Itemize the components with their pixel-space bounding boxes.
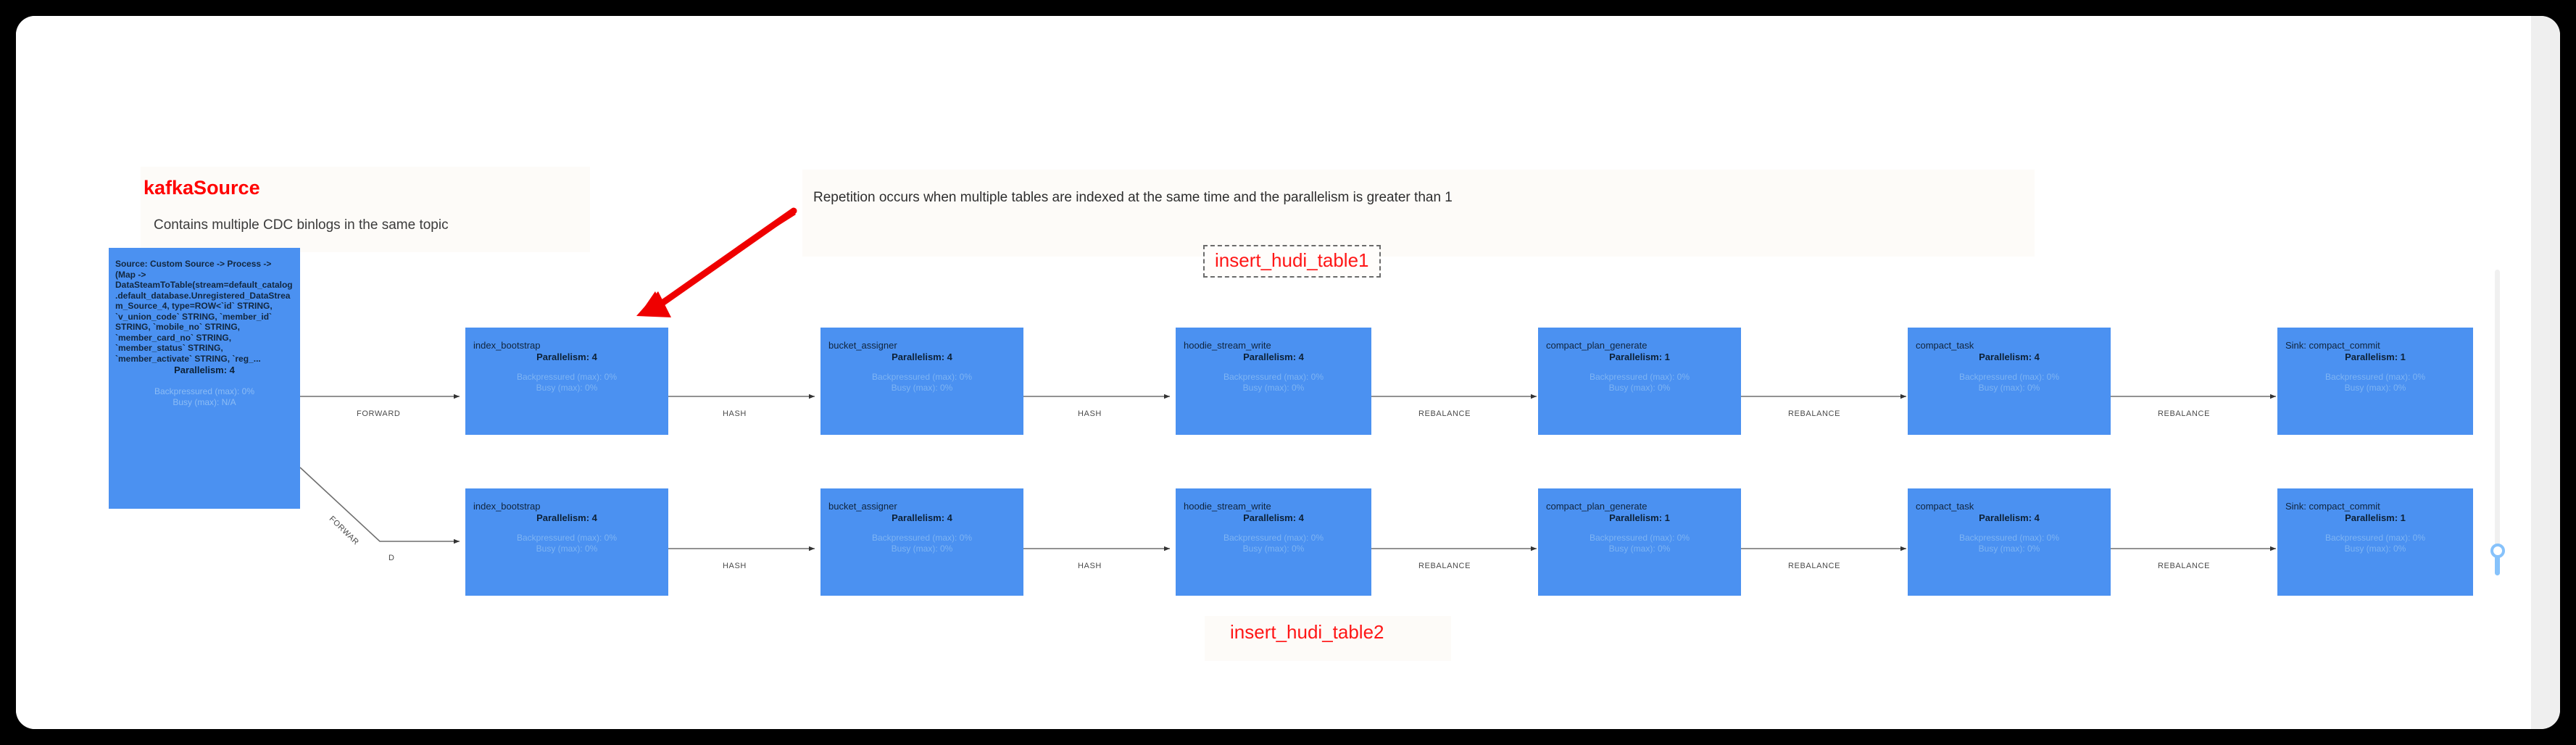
operator-node-source[interactable]: Source: Custom Source -> Process -> (Map…	[109, 248, 300, 509]
node-backpressure: Backpressured (max): 0%	[1223, 533, 1324, 543]
node-busy: Busy (max): 0%	[891, 544, 953, 554]
node-backpressure: Backpressured (max): 0%	[1589, 372, 1690, 382]
operator-node-compact-task-2[interactable]: compact_task Parallelism: 4 Backpressure…	[1908, 488, 2111, 596]
operator-node-compact-plan-generate-1[interactable]: compact_plan_generate Parallelism: 1 Bac…	[1538, 328, 1741, 435]
node-parallelism: Parallelism: 4	[174, 365, 235, 375]
edge-label-row1-5: REBALANCE	[2158, 409, 2211, 418]
node-backpressure: Backpressured (max): 0%	[871, 533, 973, 543]
node-backpressure: Backpressured (max): 0%	[1223, 372, 1324, 382]
node-backpressure: Backpressured (max): 0%	[1958, 372, 2060, 382]
zoom-slider-track[interactable]	[2495, 270, 2500, 554]
node-busy: Busy (max): 0%	[2344, 544, 2406, 554]
node-parallelism: Parallelism: 4	[1979, 512, 2040, 523]
edge-label-row2-3: REBALANCE	[1418, 562, 1471, 570]
node-backpressure: Backpressured (max): 0%	[1589, 533, 1690, 543]
zoom-slider-handle[interactable]	[2490, 544, 2505, 558]
zoom-slider-stem	[2495, 551, 2500, 575]
app-window: kafkaSource Contains multiple CDC binlog…	[16, 16, 2560, 729]
edge-label-row1-2: HASH	[1078, 409, 1102, 418]
node-busy: Busy (max): 0%	[1242, 544, 1305, 554]
node-name: bucket_assigner	[828, 340, 897, 351]
edge-label-row2-4: REBALANCE	[1788, 562, 1841, 570]
node-parallelism: Parallelism: 1	[1609, 512, 1670, 523]
node-backpressure: Backpressured (max): 0%	[1958, 533, 2060, 543]
node-busy: Busy (max): N/A	[173, 397, 236, 407]
zoom-slider[interactable]	[2489, 270, 2506, 575]
edge-label-row1-4: REBALANCE	[1788, 409, 1841, 418]
node-busy: Busy (max): 0%	[1978, 544, 2040, 554]
operator-node-bucket-assigner-2[interactable]: bucket_assigner Parallelism: 4 Backpress…	[820, 488, 1023, 596]
node-parallelism: Parallelism: 1	[2345, 512, 2406, 523]
kafka-source-subtitle: Contains multiple CDC binlogs in the sam…	[154, 217, 449, 233]
vertical-scroll-gutter[interactable]	[2531, 16, 2560, 729]
edge-label-row1-1: HASH	[723, 409, 747, 418]
edge-label-row2-1: HASH	[723, 562, 747, 570]
background-band-table2	[1205, 616, 1451, 661]
node-name: compact_task	[1916, 340, 1974, 351]
node-name: Source: Custom Source -> Process -> (Map…	[115, 259, 293, 364]
node-parallelism: Parallelism: 4	[536, 512, 597, 523]
node-busy: Busy (max): 0%	[1978, 383, 2040, 393]
node-parallelism: Parallelism: 4	[892, 351, 952, 362]
node-name: Sink: compact_commit	[2285, 501, 2380, 512]
node-busy: Busy (max): 0%	[1608, 383, 1671, 393]
insert-hudi-table1-label: insert_hudi_table1	[1203, 245, 1381, 278]
background-band-left	[141, 167, 590, 252]
node-parallelism: Parallelism: 1	[1609, 351, 1670, 362]
insert-hudi-table2-label: insert_hudi_table2	[1230, 621, 1384, 643]
edge-label-row2-5: REBALANCE	[2158, 562, 2211, 570]
node-backpressure: Backpressured (max): 0%	[871, 372, 973, 382]
edge-label-source-bottom-wrap: D	[389, 554, 395, 562]
operator-node-hoodie-stream-write-1[interactable]: hoodie_stream_write Parallelism: 4 Backp…	[1176, 328, 1371, 435]
edge-label-row2-2: HASH	[1078, 562, 1102, 570]
edge-label-row1-3: REBALANCE	[1418, 409, 1471, 418]
node-parallelism: Parallelism: 4	[1243, 351, 1304, 362]
node-name: bucket_assigner	[828, 501, 897, 512]
node-busy: Busy (max): 0%	[1242, 383, 1305, 393]
node-busy: Busy (max): 0%	[891, 383, 953, 393]
kafka-source-title: kafkaSource	[144, 177, 260, 199]
node-name: index_bootstrap	[473, 501, 541, 512]
node-backpressure: Backpressured (max): 0%	[154, 386, 255, 396]
background-band-note	[802, 170, 2035, 257]
node-parallelism: Parallelism: 4	[1243, 512, 1304, 523]
red-annotation-arrow	[636, 207, 797, 317]
node-backpressure: Backpressured (max): 0%	[2324, 372, 2426, 382]
node-backpressure: Backpressured (max): 0%	[516, 533, 618, 543]
operator-node-bucket-assigner-1[interactable]: bucket_assigner Parallelism: 4 Backpress…	[820, 328, 1023, 435]
node-busy: Busy (max): 0%	[536, 544, 598, 554]
node-name: compact_plan_generate	[1546, 501, 1648, 512]
node-busy: Busy (max): 0%	[536, 383, 598, 393]
operator-node-index-bootstrap-1[interactable]: index_bootstrap Parallelism: 4 Backpress…	[465, 328, 668, 435]
operator-node-sink-compact-commit-1[interactable]: Sink: compact_commit Parallelism: 1 Back…	[2277, 328, 2473, 435]
node-name: index_bootstrap	[473, 340, 541, 351]
repetition-note: Repetition occurs when multiple tables a…	[813, 190, 1453, 205]
node-parallelism: Parallelism: 4	[1979, 351, 2040, 362]
node-parallelism: Parallelism: 4	[536, 351, 597, 362]
edge-label-source-top: FORWARD	[357, 409, 401, 418]
node-parallelism: Parallelism: 4	[892, 512, 952, 523]
node-busy: Busy (max): 0%	[2344, 383, 2406, 393]
edge-label-source-bottom: FORWAR	[327, 515, 361, 547]
operator-node-compact-plan-generate-2[interactable]: compact_plan_generate Parallelism: 1 Bac…	[1538, 488, 1741, 596]
operator-node-hoodie-stream-write-2[interactable]: hoodie_stream_write Parallelism: 4 Backp…	[1176, 488, 1371, 596]
node-backpressure: Backpressured (max): 0%	[516, 372, 618, 382]
node-name: Sink: compact_commit	[2285, 340, 2380, 351]
operator-node-sink-compact-commit-2[interactable]: Sink: compact_commit Parallelism: 1 Back…	[2277, 488, 2473, 596]
node-name: hoodie_stream_write	[1184, 340, 1271, 351]
job-graph-canvas[interactable]: kafkaSource Contains multiple CDC binlog…	[16, 16, 2531, 729]
node-name: compact_task	[1916, 501, 1974, 512]
node-name: hoodie_stream_write	[1184, 501, 1271, 512]
operator-node-compact-task-1[interactable]: compact_task Parallelism: 4 Backpressure…	[1908, 328, 2111, 435]
operator-node-index-bootstrap-2[interactable]: index_bootstrap Parallelism: 4 Backpress…	[465, 488, 668, 596]
node-busy: Busy (max): 0%	[1608, 544, 1671, 554]
node-parallelism: Parallelism: 1	[2345, 351, 2406, 362]
node-name: compact_plan_generate	[1546, 340, 1648, 351]
node-backpressure: Backpressured (max): 0%	[2324, 533, 2426, 543]
